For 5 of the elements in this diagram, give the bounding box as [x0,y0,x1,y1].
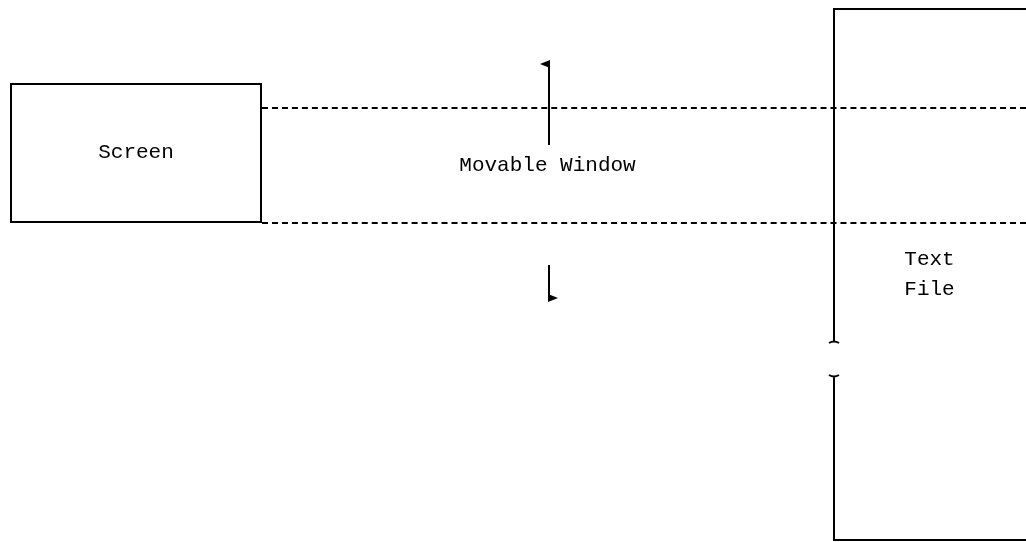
screen-box [10,83,262,223]
box-label: Screen [98,140,174,167]
window-band [262,107,1026,224]
file-box [833,8,1026,541]
box-label: Text File [903,246,956,303]
